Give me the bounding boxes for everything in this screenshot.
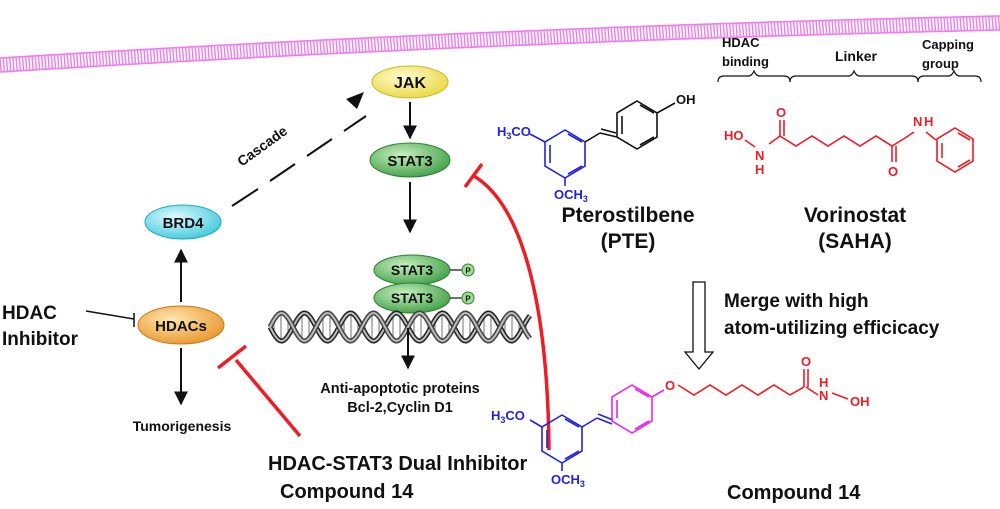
tumorigenesis-label: Tumorigenesis <box>133 418 232 434</box>
c14-n-h-label: H <box>819 375 828 390</box>
dna-helix-icon <box>267 310 532 344</box>
phospho-bottom-label: P <box>465 295 471 304</box>
c14-carbonyl-o-label: O <box>801 354 811 369</box>
stat3-label: STAT3 <box>387 153 432 170</box>
hdac-inhibitor-label-line2: Inhibitor <box>2 329 79 350</box>
pterostilbene-structure <box>529 100 676 186</box>
dual-inhibit-stat3 <box>463 162 551 451</box>
cascade-label: Cascade <box>234 122 290 169</box>
stat3-dimer-bottom-label: STAT3 <box>391 290 433 306</box>
phospho-top-label: P <box>465 267 471 276</box>
capping-group-label-line2: group <box>922 56 959 71</box>
stat3-dimer-top-label: STAT3 <box>391 262 433 278</box>
hdacs-label: HDACs <box>155 318 207 335</box>
pte-och3-label: OCH3 <box>554 187 588 204</box>
hdac-inhibition-bar <box>85 310 135 327</box>
brd4-node[interactable]: BRD4 <box>144 204 222 240</box>
pte-h3co-label: H3CO <box>497 124 531 141</box>
saha-h1-label: H <box>755 162 764 177</box>
merge-label-line1: Merge with high <box>724 291 869 312</box>
stat3-dimer[interactable]: STAT3 STAT3 P P <box>373 254 475 314</box>
vorinostat-structure <box>744 120 974 173</box>
protein-names-label: Bcl-2,Cyclin D1 <box>347 400 453 416</box>
anti-apoptotic-label: Anti-apoptotic proteins <box>320 381 480 397</box>
linker-label: Linker <box>835 48 878 64</box>
capping-group-label-line1: Capping <box>922 37 974 52</box>
c14-oh-label: OH <box>850 394 870 409</box>
dual-inhibitor-compound-label: Compound 14 <box>280 481 414 503</box>
saha-region-braces <box>717 69 982 83</box>
pterostilbene-name: Pterostilbene <box>561 204 694 227</box>
saha-nh-label: N <box>913 114 922 129</box>
saha-o2-label: O <box>888 164 898 179</box>
vorinostat-abbr: (SAHA) <box>818 230 892 253</box>
saha-nh-h-label: H <box>924 114 933 129</box>
jak-label: JAK <box>394 75 426 92</box>
vorinostat-name: Vorinostat <box>804 204 906 227</box>
dual-inhibitor-label: HDAC-STAT3 Dual Inhibitor <box>268 453 527 475</box>
pterostilbene-abbr: (PTE) <box>601 230 656 253</box>
hdac-binding-label-line1: HDAC <box>722 35 760 50</box>
hdac-binding-label-line2: binding <box>722 54 769 69</box>
brd4-label: BRD4 <box>163 215 204 232</box>
saha-n1-label: N <box>755 148 764 163</box>
dual-inhibit-hdacs <box>216 344 302 438</box>
c14-ether-o-label: O <box>665 378 675 393</box>
pte-oh-label: OH <box>676 92 696 107</box>
compound14-structure <box>529 369 849 471</box>
phospho-top-icon <box>461 263 475 277</box>
cascade-arrow <box>231 92 367 207</box>
hdacs-node[interactable]: HDACs <box>137 305 225 345</box>
c14-n-label: N <box>819 388 828 403</box>
saha-ho-label: HO <box>724 128 744 143</box>
compound14-name: Compound 14 <box>727 482 861 504</box>
merge-arrow-icon <box>683 281 715 371</box>
c14-h3co-label: H3CO <box>491 408 525 425</box>
stat3-node[interactable]: STAT3 <box>369 142 451 178</box>
saha-o1-label: O <box>776 105 786 120</box>
hdac-inhibitor-label-line1: HDAC <box>2 303 57 324</box>
phospho-bottom-icon <box>461 291 475 305</box>
c14-och3-label: OCH3 <box>551 472 585 489</box>
merge-label-line2: atom-utilizing efficicacy <box>724 318 940 339</box>
cell-membrane <box>0 15 1000 73</box>
jak-node[interactable]: JAK <box>371 65 449 99</box>
